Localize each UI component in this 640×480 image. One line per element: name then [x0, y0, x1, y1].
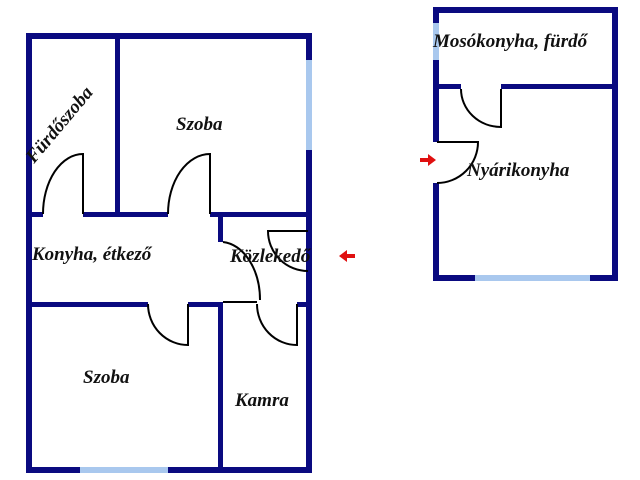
window-out-left [433, 23, 439, 60]
wall-outer-left [26, 33, 32, 473]
wall-outer-bottom [26, 467, 312, 473]
door-laundry [460, 88, 502, 129]
wall-mid-1 [26, 212, 43, 217]
window-out-bottom [475, 275, 590, 281]
door-room-bottom [147, 303, 189, 347]
entrance-arrow-icon [339, 250, 355, 262]
room-label-corridor: Közlekedő [229, 246, 312, 267]
window-right [306, 60, 312, 150]
wall-outer-top [26, 33, 312, 39]
room-label-pantry: Kamra [234, 390, 289, 411]
wall-low-2 [188, 302, 223, 307]
room-label-room-top: Szoba [176, 114, 223, 135]
wall-bath-room [115, 33, 120, 217]
room-label-room-bottom: Szoba [83, 367, 130, 388]
wall-outer-right [306, 33, 312, 473]
wall-out-left-2 [433, 183, 439, 281]
door-pantry [223, 301, 298, 347]
room-label-summer-kitchen: Nyárikonyha [466, 160, 570, 181]
wall-out-right [612, 7, 618, 281]
wall-corridor-left [218, 212, 223, 242]
outbuilding: Mosókonyha, fürdő Nyárikonyha [420, 7, 618, 281]
wall-out-left-1 [433, 7, 439, 142]
door-room-top [167, 152, 211, 215]
wall-out-top [433, 7, 618, 13]
door-bathroom [42, 152, 84, 215]
room-label-bathroom: Fürdőszoba [21, 82, 98, 168]
room-label-kitchen-dining: Konyha, étkező [31, 244, 153, 265]
wall-out-divider-1 [433, 84, 461, 89]
room-label-laundry-bath: Mosókonyha, fürdő [432, 31, 589, 52]
main-building: Fürdőszoba Szoba Konyha, étkező Közleked… [21, 33, 355, 473]
wall-low-3 [297, 302, 312, 307]
door-corridor-kitchen [222, 241, 262, 301]
window-bottom [80, 467, 168, 473]
entrance-arrow-icon [420, 154, 436, 166]
wall-out-divider-2 [501, 84, 618, 89]
wall-low-1 [26, 302, 148, 307]
wall-mid-2 [83, 212, 168, 217]
door-entrance-main [266, 230, 309, 272]
door-entrance-out [436, 141, 480, 184]
wall-pantry [218, 302, 223, 472]
wall-mid-3 [210, 212, 312, 217]
